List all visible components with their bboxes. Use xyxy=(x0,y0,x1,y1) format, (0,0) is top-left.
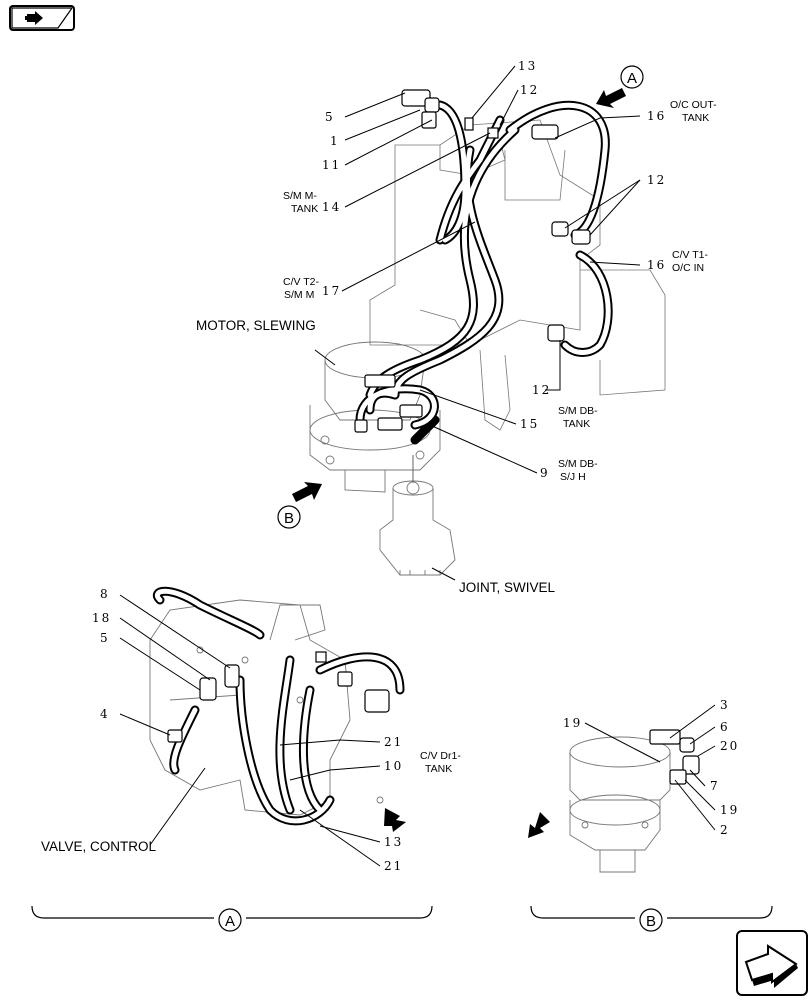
callout-15: 15 xyxy=(520,417,539,431)
callout-11: 11 xyxy=(322,158,341,172)
callout-19-b: 19 xyxy=(720,803,739,817)
label-valve-control: VALVE, CONTROL xyxy=(41,839,157,854)
label-oc-out-tank-1: O/C OUT- xyxy=(670,99,717,111)
label-cv-t2-sm-m-2: S/M M xyxy=(284,289,314,301)
detail-a-arrow-icon xyxy=(384,808,406,832)
label-sm-m-tank-1: S/M M- xyxy=(283,190,317,202)
fittings xyxy=(167,89,700,785)
marker-a: A xyxy=(620,65,644,89)
view-b-arrow-icon xyxy=(292,482,322,502)
callout-9: 9 xyxy=(540,466,550,480)
label-cv-dr1-tank-2: TANK xyxy=(425,763,452,775)
callout-16-top: 16 xyxy=(647,109,666,123)
callout-16-mid: 16 xyxy=(647,258,666,272)
callout-10: 10 xyxy=(384,759,403,773)
component-labels: MOTOR, SLEWING JOINT, SWIVEL VALVE, CONT… xyxy=(41,318,556,854)
callout-13-a: 13 xyxy=(384,835,403,849)
label-sm-db-sj-h-2: S/J H xyxy=(560,471,586,483)
label-cv-t1-oc-in-1: C/V T1- xyxy=(672,249,708,261)
callout-5-top: 5 xyxy=(325,110,335,124)
detail-a-bracket: A xyxy=(31,905,433,932)
label-joint-swivel: JOINT, SWIVEL xyxy=(459,580,556,595)
callout-14: 14 xyxy=(322,200,341,214)
callout-12-top: 12 xyxy=(520,83,539,97)
label-cv-dr1-tank-1: C/V Dr1- xyxy=(420,750,461,762)
callout-19-a: 19 xyxy=(563,716,582,730)
leader-lines xyxy=(119,65,716,867)
marker-b: B xyxy=(277,505,301,529)
callout-2: 2 xyxy=(720,823,730,837)
callout-21-a: 21 xyxy=(384,735,403,749)
detail-b-bracket: B xyxy=(530,905,773,932)
detail-a-hoses-inner xyxy=(155,588,403,824)
label-sm-m-tank-2: TANK xyxy=(291,203,318,215)
detail-b-letter: B xyxy=(646,913,656,930)
callout-17: 17 xyxy=(322,284,341,298)
marker-b-letter: B xyxy=(284,510,294,527)
arrow-back-icon xyxy=(11,7,74,29)
callout-12-right: 12 xyxy=(647,173,666,187)
view-arrows xyxy=(292,88,626,838)
detail-b-motor-drawing xyxy=(569,736,671,873)
label-motor-slewing: MOTOR, SLEWING xyxy=(196,318,316,333)
next-page-button[interactable] xyxy=(736,930,808,996)
detail-a-letter: A xyxy=(225,913,235,930)
prev-page-button[interactable] xyxy=(9,5,75,31)
callout-20: 20 xyxy=(720,739,739,753)
swivel-joint-drawing xyxy=(379,455,456,576)
label-sm-db-tank-2: TANK xyxy=(563,418,590,430)
callout-18: 18 xyxy=(92,611,111,625)
control-valve-drawing xyxy=(149,599,384,816)
label-cv-t2-sm-m-1: C/V T2- xyxy=(283,276,319,288)
callout-7: 7 xyxy=(710,779,720,793)
marker-a-letter: A xyxy=(627,70,637,87)
label-cv-t1-oc-in-2: O/C IN xyxy=(672,262,704,274)
hoses-inner xyxy=(357,102,611,428)
callout-numbers: 13 12 5 1 11 14 17 16 12 16 12 15 9 8 18… xyxy=(92,59,739,873)
callout-8: 8 xyxy=(100,587,110,601)
callout-6: 6 xyxy=(720,720,730,734)
label-sm-db-tank-1: S/M DB- xyxy=(558,405,598,417)
machine-outline xyxy=(369,119,666,431)
callout-4: 4 xyxy=(100,707,110,721)
callout-5-a: 5 xyxy=(100,631,110,645)
view-a-arrow-icon xyxy=(596,88,626,108)
callout-13-top: 13 xyxy=(518,59,537,73)
detail-b-arrow-icon xyxy=(528,812,550,838)
label-sm-db-sj-h-1: S/M DB- xyxy=(558,458,598,470)
hose-labels: O/C OUT- TANK S/M M- TANK C/V T1- O/C IN… xyxy=(283,99,717,775)
callout-1: 1 xyxy=(330,134,340,148)
callout-3: 3 xyxy=(720,698,730,712)
label-oc-out-tank-2: TANK xyxy=(682,112,709,124)
callout-12-low: 12 xyxy=(532,383,551,397)
arrow-forward-icon xyxy=(744,944,798,988)
callout-21-b: 21 xyxy=(384,859,403,873)
